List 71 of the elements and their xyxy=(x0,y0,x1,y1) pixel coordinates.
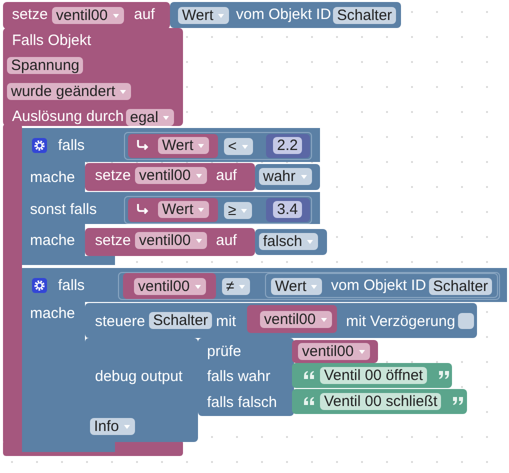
dropdown: Wert xyxy=(178,7,230,24)
block-label: mache xyxy=(30,232,76,250)
block-label: debug output xyxy=(95,368,183,386)
text-field: Ventil 00 öffnet xyxy=(320,367,427,384)
set-variable-block xyxy=(85,228,255,256)
dropdown: egal xyxy=(126,109,174,126)
trigger-block xyxy=(3,28,183,126)
dropdown: wahr xyxy=(259,168,312,185)
dropdown: ≥ xyxy=(224,202,252,219)
text-field: Spannung xyxy=(7,57,84,74)
dropdown: Wert xyxy=(158,201,210,218)
block-label: vom Objekt ID xyxy=(331,277,426,295)
set-variable-block xyxy=(3,2,170,29)
block-label: mit xyxy=(216,313,236,331)
block-label: Falls Objekt xyxy=(12,32,92,50)
if-block xyxy=(22,268,507,452)
block-label: falls xyxy=(58,137,85,155)
block-label: prüfe xyxy=(207,343,242,361)
get-state-block xyxy=(170,2,401,28)
dropdown: Wert xyxy=(271,278,322,295)
boolean-block xyxy=(255,229,327,255)
variable-block xyxy=(123,273,216,299)
block-label: auf xyxy=(134,6,155,24)
block-label: auf xyxy=(216,232,237,250)
compare-block xyxy=(124,196,312,224)
text-block xyxy=(292,363,452,388)
dropdown: falsch xyxy=(259,233,318,250)
block-label: auf xyxy=(216,167,237,185)
block-label: mache xyxy=(30,169,76,187)
block-label: setze xyxy=(95,232,131,250)
text-field: 3.4 xyxy=(273,201,302,218)
text-field: Schalter xyxy=(149,312,212,329)
set-variable-block xyxy=(85,163,255,191)
dropdown: ventil00 xyxy=(260,311,332,328)
control-block xyxy=(85,303,477,338)
dropdown: ventil00 xyxy=(298,343,370,360)
number-block xyxy=(266,198,310,222)
block-label: setze xyxy=(12,6,48,24)
dropdown: ventil00 xyxy=(135,232,207,249)
block-label: steuere xyxy=(95,313,146,331)
get-state-block xyxy=(265,273,498,298)
block-label: setze xyxy=(95,167,131,185)
text-field: Schalter xyxy=(333,7,396,24)
dropdown: ventil00 xyxy=(135,167,207,184)
compare-block xyxy=(124,132,312,160)
block-label: falls falsch xyxy=(207,394,278,412)
number-block xyxy=(266,134,310,158)
dropdown: ventil00 xyxy=(134,278,206,295)
text-block xyxy=(292,389,467,414)
block-label: sonst falls xyxy=(30,201,97,219)
dropdown: ≠ xyxy=(222,278,250,295)
text-field: 2.2 xyxy=(273,137,302,154)
variable-block xyxy=(292,340,378,363)
boolean-block xyxy=(255,164,320,190)
variable-block xyxy=(128,134,218,158)
dropdown: Wert xyxy=(158,137,210,154)
dropdown: wurde geändert xyxy=(7,83,132,100)
compare-block xyxy=(118,272,500,300)
block-label: falls wahr xyxy=(207,368,270,386)
dropdown: < xyxy=(224,138,253,155)
text-field: Ventil 00 schließt xyxy=(320,393,442,410)
variable-block xyxy=(128,198,218,222)
block-label: Auslösung durch xyxy=(12,108,124,126)
block-label: falls xyxy=(58,277,85,295)
variable-block xyxy=(247,305,337,333)
block-label: vom Objekt ID xyxy=(236,6,332,24)
dropdown: Info xyxy=(90,418,136,435)
dropdown: ventil00 xyxy=(52,7,124,24)
block-label: mit Verzögerung xyxy=(346,313,456,331)
block-label: mache xyxy=(30,305,76,323)
text-field: Schalter xyxy=(429,278,492,295)
